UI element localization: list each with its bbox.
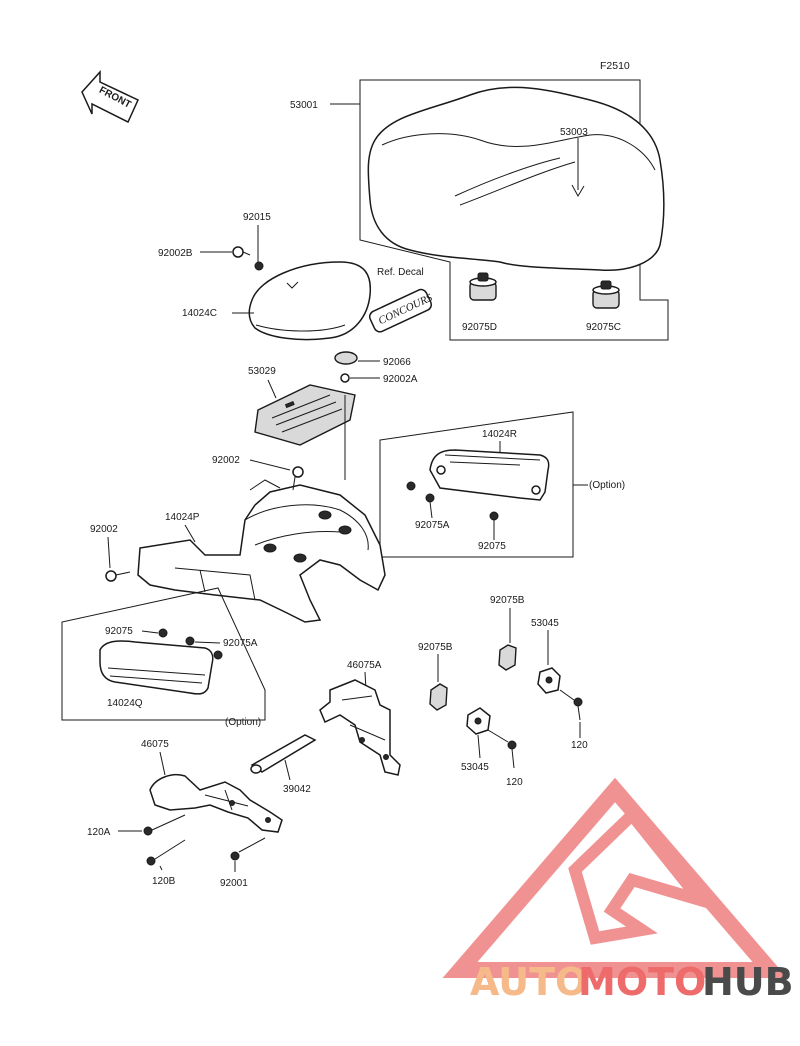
label-92075C: 92075C <box>586 322 621 333</box>
label-92015: 92015 <box>243 212 271 223</box>
label-120B: 120B <box>152 876 176 887</box>
option-box-left <box>61 587 266 721</box>
nut-92001 <box>230 837 266 861</box>
screw-120-a <box>573 697 583 721</box>
option-label-right: (Option) <box>589 480 625 491</box>
label-46075A: 46075A <box>347 660 382 671</box>
seat-part <box>367 86 665 271</box>
label-39042: 39042 <box>283 784 311 795</box>
bracket-46075A <box>319 679 401 776</box>
label-120-b: 120 <box>506 777 523 788</box>
backrest-pad-14024C <box>248 261 372 341</box>
automotohub-logo-icon <box>442 777 788 978</box>
decal-ref-label: Ref. Decal <box>377 267 424 278</box>
label-92075B-a: 92075B <box>490 595 525 606</box>
label-92001: 92001 <box>220 878 248 889</box>
label-14024Q: 14024Q <box>107 698 143 709</box>
screw-120-b <box>507 740 517 769</box>
label-53003: 53003 <box>560 127 588 138</box>
bolt-92002-left <box>105 570 131 582</box>
label-92002B: 92002B <box>158 248 193 259</box>
rear-cover-14024P <box>137 479 386 623</box>
label-120-a: 120 <box>571 740 588 751</box>
shaft-39042 <box>250 734 317 774</box>
damper-53045-a <box>537 667 561 694</box>
damper-53045-b <box>466 707 491 735</box>
label-92002-mid: 92002 <box>212 455 240 466</box>
option-label-left: (Option) <box>225 717 261 728</box>
label-14024P: 14024P <box>165 512 200 523</box>
figure-code: F2510 <box>600 60 630 72</box>
bracket-46075 <box>149 774 283 833</box>
front-arrow-icon: FRONT <box>81 70 139 124</box>
bumper-92075B-a <box>498 644 517 671</box>
option-box-right <box>379 411 574 558</box>
label-92075B-b: 92075B <box>418 642 453 653</box>
label-92075A-left: 92075A <box>223 638 258 649</box>
automotohub-wordmark: AUTO MOTO HUB <box>470 960 794 1004</box>
bumper-92075B-b <box>429 683 448 711</box>
label-92075D: 92075D <box>462 322 497 333</box>
watermark-part1: AUTO <box>470 960 587 1004</box>
label-92075-left: 92075 <box>105 626 133 637</box>
label-53029: 53029 <box>248 366 276 377</box>
label-14024C: 14024C <box>182 308 217 319</box>
label-53045-b: 53045 <box>461 762 489 773</box>
screw-92002A <box>340 373 350 383</box>
cap-92066 <box>334 351 358 365</box>
bolt-92002B <box>232 246 251 258</box>
label-53045-a: 53045 <box>531 618 559 629</box>
trim-panel-14024Q <box>99 640 214 695</box>
label-92066: 92066 <box>383 357 411 368</box>
bolt-92002-mid <box>292 466 304 491</box>
luggage-rack-53029 <box>254 384 356 446</box>
label-92002-left: 92002 <box>90 524 118 535</box>
label-92002A-top: 92002A <box>383 374 418 385</box>
label-92075-right: 92075 <box>478 541 506 552</box>
label-53001: 53001 <box>290 100 318 111</box>
seat-group-outline <box>330 79 669 341</box>
bolt-120B <box>146 839 186 866</box>
seat-bumper-92075C <box>592 280 620 309</box>
trim-panel-14024R <box>429 449 550 501</box>
concours-decal: CONCOURS <box>368 288 435 333</box>
watermark-part2: MOTO <box>578 960 706 1004</box>
label-92075A-right: 92075A <box>415 520 450 531</box>
seat-bumper-92075D <box>469 272 497 301</box>
watermark-part3: HUB <box>702 960 794 1004</box>
bolt-120A <box>143 814 186 836</box>
label-120A: 120A <box>87 827 111 838</box>
label-46075: 46075 <box>141 739 169 750</box>
label-14024R: 14024R <box>482 429 517 440</box>
